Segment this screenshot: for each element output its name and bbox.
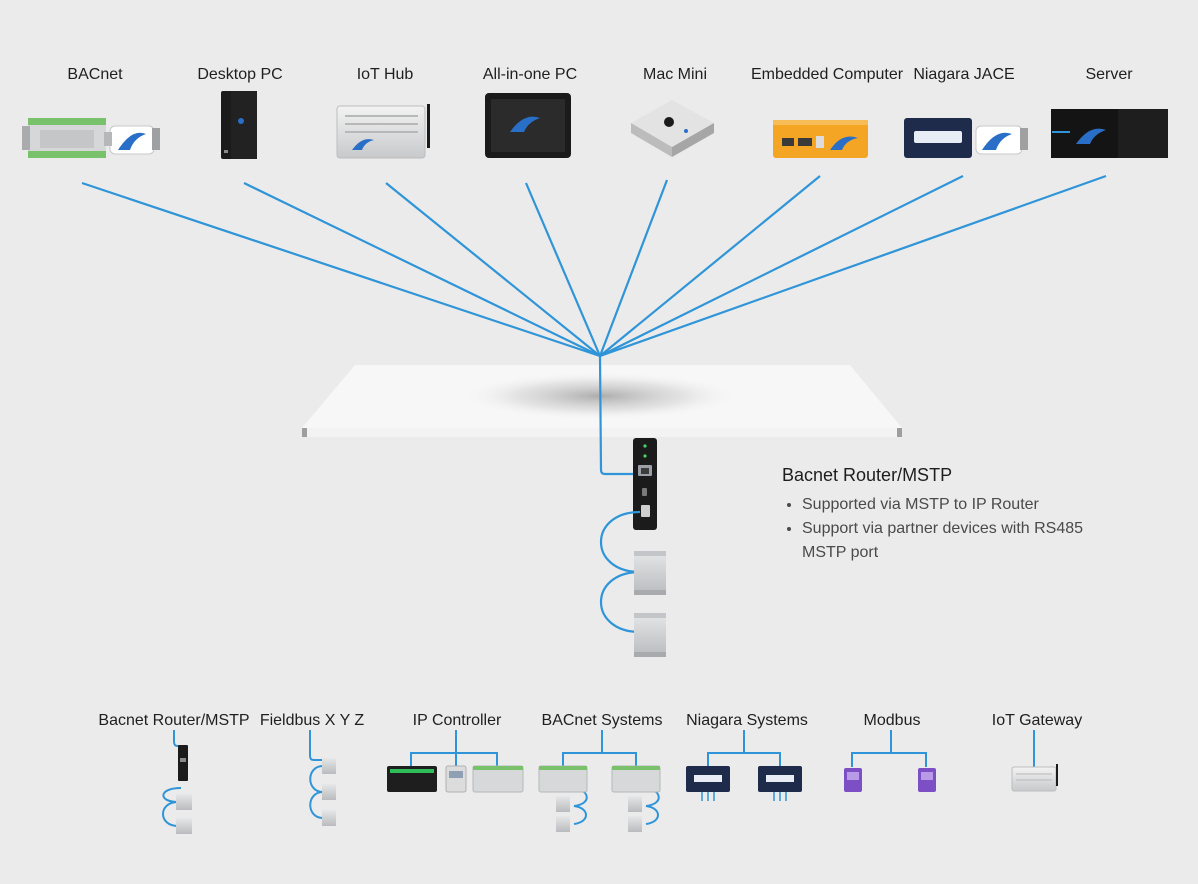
router-info-title: Bacnet Router/MSTP bbox=[782, 465, 953, 485]
link-all-in-one-pc bbox=[524, 182, 602, 357]
device-label-mac-mini: Mac Mini bbox=[642, 66, 708, 83]
fieldbus-device-icon bbox=[322, 758, 336, 826]
bacnet-systems-icon bbox=[538, 765, 661, 832]
link-iot-hub bbox=[385, 182, 601, 357]
link-niagara-jace bbox=[599, 175, 964, 357]
mini-router-icon bbox=[176, 745, 192, 834]
router-trunk-line bbox=[598, 355, 640, 476]
system-label-fieldbus-xyz: Fieldbus X Y Z bbox=[259, 712, 365, 729]
iot-gateway-icon bbox=[1011, 764, 1058, 792]
link-mac-mini bbox=[598, 179, 669, 357]
jace-controller-icon bbox=[904, 118, 1028, 158]
system-label-bacnet-systems: BACnet Systems bbox=[541, 712, 663, 729]
mac-mini-icon bbox=[631, 100, 714, 157]
system-label-niagara-systems: Niagara Systems bbox=[686, 712, 808, 729]
system-label-modbus: Modbus bbox=[863, 712, 921, 729]
link-embedded-computer bbox=[599, 175, 821, 357]
bottom-system-lines bbox=[162, 730, 1035, 827]
system-label-iot-gateway: IoT Gateway bbox=[991, 712, 1083, 729]
mstp-device-icon bbox=[634, 551, 666, 595]
system-label-bacnet-router-mstp: Bacnet Router/MSTP bbox=[98, 712, 250, 729]
desktop-tower-icon bbox=[221, 91, 257, 159]
router-device-icon bbox=[633, 438, 657, 530]
router-info-panel: Bacnet Router/MSTP Supported via MSTP to… bbox=[782, 465, 1112, 565]
bacnet-module-icon bbox=[22, 118, 160, 158]
link-desktop-pc bbox=[243, 182, 601, 357]
device-label-iot-hub: IoT Hub bbox=[356, 66, 414, 83]
niagara-systems-icon bbox=[686, 766, 802, 801]
hub-platform bbox=[302, 365, 902, 437]
device-label-all-in-one-pc: All-in-one PC bbox=[482, 66, 578, 83]
tablet-screen-icon bbox=[485, 93, 571, 158]
device-label-bacnet: BACnet bbox=[67, 66, 123, 83]
device-label-niagara-jace: Niagara JACE bbox=[913, 66, 1015, 83]
system-label-ip-controller: IP Controller bbox=[412, 712, 502, 729]
iot-hub-icon bbox=[336, 104, 430, 159]
embedded-computer-icon bbox=[773, 120, 868, 158]
device-label-desktop-pc: Desktop PC bbox=[197, 66, 283, 83]
router-info-bullet: Support via partner devices with RS485 M… bbox=[802, 517, 1112, 565]
modbus-device-icon bbox=[844, 768, 936, 792]
router-info-list: Supported via MSTP to IP Router Support … bbox=[782, 493, 1112, 565]
router-info-bullet: Supported via MSTP to IP Router bbox=[802, 493, 1112, 517]
link-server bbox=[599, 174, 1107, 358]
mstp-chain-line bbox=[600, 510, 641, 634]
device-label-embedded-computer: Embedded Computer bbox=[750, 66, 904, 83]
server-rack-icon bbox=[1051, 109, 1168, 158]
uplink-lines bbox=[81, 174, 1107, 358]
device-label-server: Server bbox=[1085, 66, 1133, 83]
mstp-device-icon bbox=[634, 613, 666, 657]
link-bacnet bbox=[81, 181, 601, 358]
ip-controller-icon bbox=[387, 765, 524, 793]
